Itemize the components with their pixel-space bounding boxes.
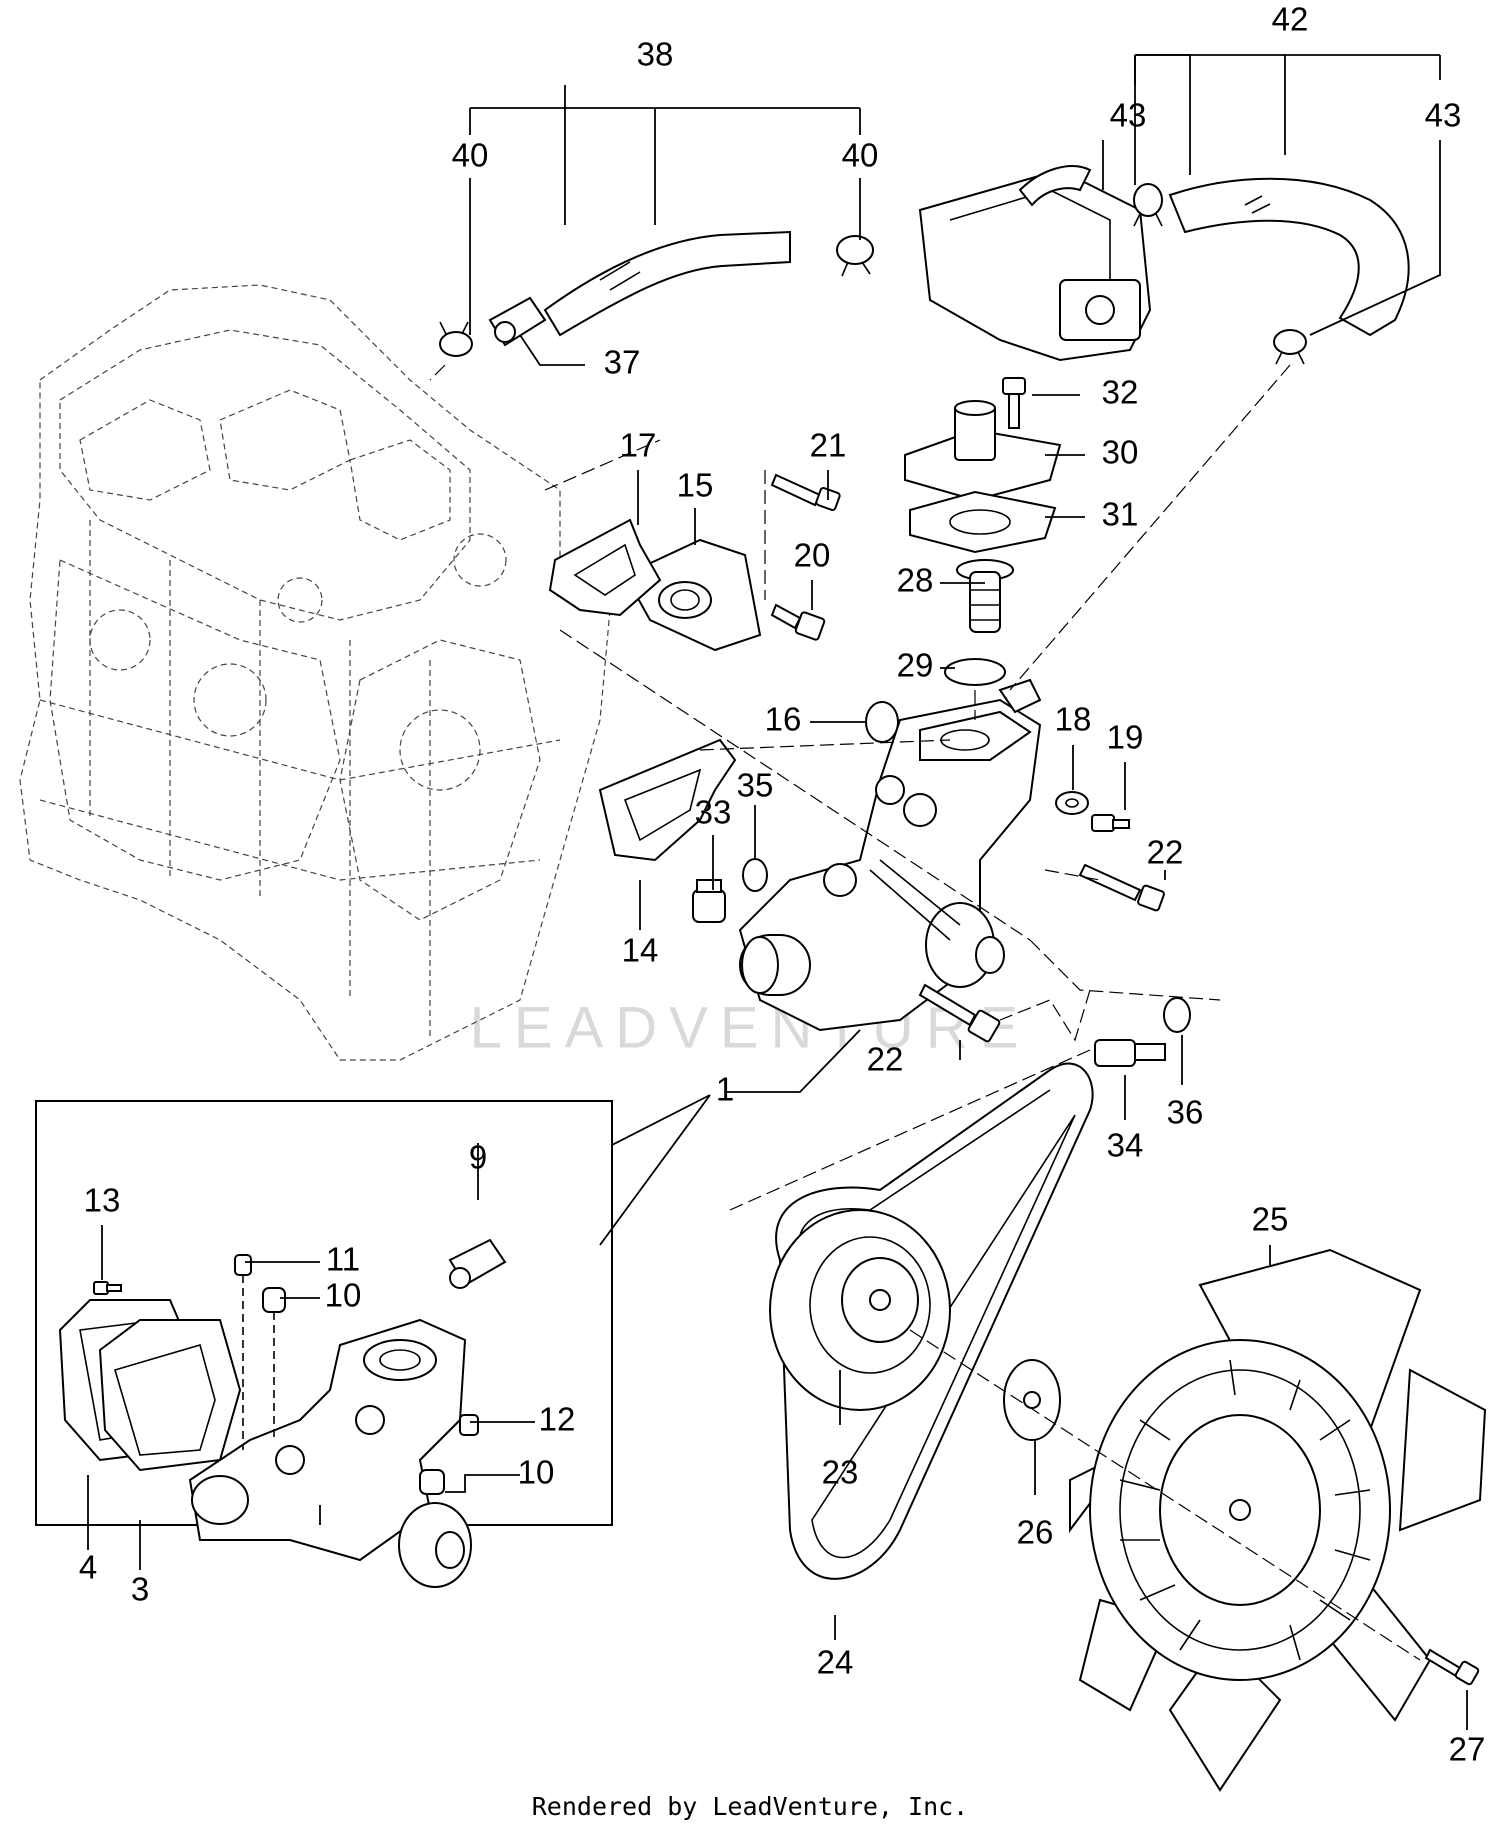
callout-24: 24 — [817, 1644, 854, 1681]
callout-18: 18 — [1055, 701, 1092, 738]
inset-bolt-13 — [93, 1281, 122, 1295]
callout-10-lower: 10 — [518, 1454, 555, 1491]
assembly-lines — [429, 364, 1421, 1661]
callout-23: 23 — [822, 1454, 859, 1491]
gasket-14 — [598, 738, 737, 862]
callout-43-right: 43 — [1425, 97, 1462, 134]
callout-32: 32 — [1102, 374, 1139, 411]
bolt-22-lower — [918, 983, 1001, 1043]
callout-21: 21 — [810, 427, 847, 464]
bolt-20 — [770, 603, 826, 641]
bolt-22-upper — [1078, 863, 1165, 912]
callout-13: 13 — [84, 1182, 121, 1219]
callout-19: 19 — [1107, 719, 1144, 756]
inset-plug-11 — [234, 1254, 252, 1276]
spacer-26 — [1003, 1359, 1061, 1441]
bolt-32 — [1002, 377, 1026, 429]
callout-34: 34 — [1107, 1127, 1144, 1164]
inset-plug-12 — [459, 1414, 479, 1436]
callout-28: 28 — [897, 562, 934, 599]
water-flange-15 — [623, 538, 762, 652]
callout-26: 26 — [1017, 1514, 1054, 1551]
callout-42: 42 — [1272, 1, 1309, 38]
callout-1: 1 — [716, 1071, 734, 1108]
fan-25 — [1069, 1248, 1487, 1792]
callout-40-right: 40 — [842, 137, 879, 174]
callout-17: 17 — [620, 427, 657, 464]
inset-box — [35, 1100, 613, 1588]
washer-18 — [1055, 791, 1089, 815]
inset-cap-10-lower — [419, 1469, 445, 1495]
callout-3: 3 — [131, 1571, 149, 1608]
bolt-19 — [1091, 814, 1130, 832]
callout-33: 33 — [695, 794, 732, 831]
callout-31: 31 — [1102, 496, 1139, 533]
gasket-31 — [909, 490, 1057, 554]
watermark-text: LEADVENTURE — [470, 995, 1031, 1060]
clamp-43-left — [1133, 183, 1163, 227]
callout-43-left: 43 — [1110, 97, 1147, 134]
bolt-27 — [1424, 1648, 1480, 1686]
pulley-23 — [769, 1209, 951, 1411]
clamp-40-left — [439, 321, 473, 357]
callout-29: 29 — [897, 647, 934, 684]
callout-35: 35 — [737, 767, 774, 804]
callout-9: 9 — [469, 1139, 487, 1176]
callout-14: 14 — [622, 932, 659, 969]
water-pump-assembly — [738, 678, 1042, 1032]
washer-36 — [1163, 997, 1191, 1033]
plug-33 — [692, 879, 726, 923]
inset-pump-body — [188, 1318, 472, 1588]
callout-30: 30 — [1102, 434, 1139, 471]
washer-35 — [742, 858, 768, 892]
thermostat-cover-30 — [904, 400, 1062, 502]
clamp-40-right — [836, 235, 874, 277]
callout-12: 12 — [539, 1401, 576, 1438]
fitting-37 — [488, 296, 547, 347]
inset-cap-10-upper — [262, 1287, 286, 1313]
callout-27: 27 — [1449, 1731, 1486, 1768]
gasket-17 — [548, 518, 662, 617]
callout-10-upper: 10 — [325, 1277, 362, 1314]
sensor-34 — [1094, 1039, 1166, 1067]
hose-42 — [1168, 177, 1410, 337]
o-ring-16 — [865, 701, 899, 743]
callout-15: 15 — [677, 467, 714, 504]
thermostat-28 — [956, 559, 1014, 633]
callout-36: 36 — [1167, 1094, 1204, 1131]
clamp-43-right — [1273, 329, 1307, 365]
o-ring-29 — [944, 658, 1006, 686]
callout-16: 16 — [765, 701, 802, 738]
callout-11: 11 — [326, 1241, 360, 1278]
callouts: 1 3 4 9 10 10 11 12 13 14 15 16 17 18 19… — [79, 1, 1486, 1768]
hose-38 — [543, 230, 791, 337]
callout-38: 38 — [637, 36, 674, 73]
callout-20: 20 — [794, 537, 831, 574]
inset-fitting-9 — [448, 1238, 507, 1289]
callout-22-lower: 22 — [867, 1041, 904, 1078]
callout-37: 37 — [604, 344, 641, 381]
oil-cooler — [918, 165, 1152, 362]
footer-credit: Rendered by LeadVenture, Inc. — [532, 1792, 969, 1821]
leader-lines — [87, 54, 1468, 1730]
callout-4: 4 — [79, 1549, 97, 1586]
callout-25: 25 — [1252, 1201, 1289, 1238]
bolt-21 — [770, 473, 841, 512]
engine-block — [19, 284, 611, 1061]
callout-22-upper: 22 — [1147, 834, 1184, 871]
callout-40-left: 40 — [452, 137, 489, 174]
